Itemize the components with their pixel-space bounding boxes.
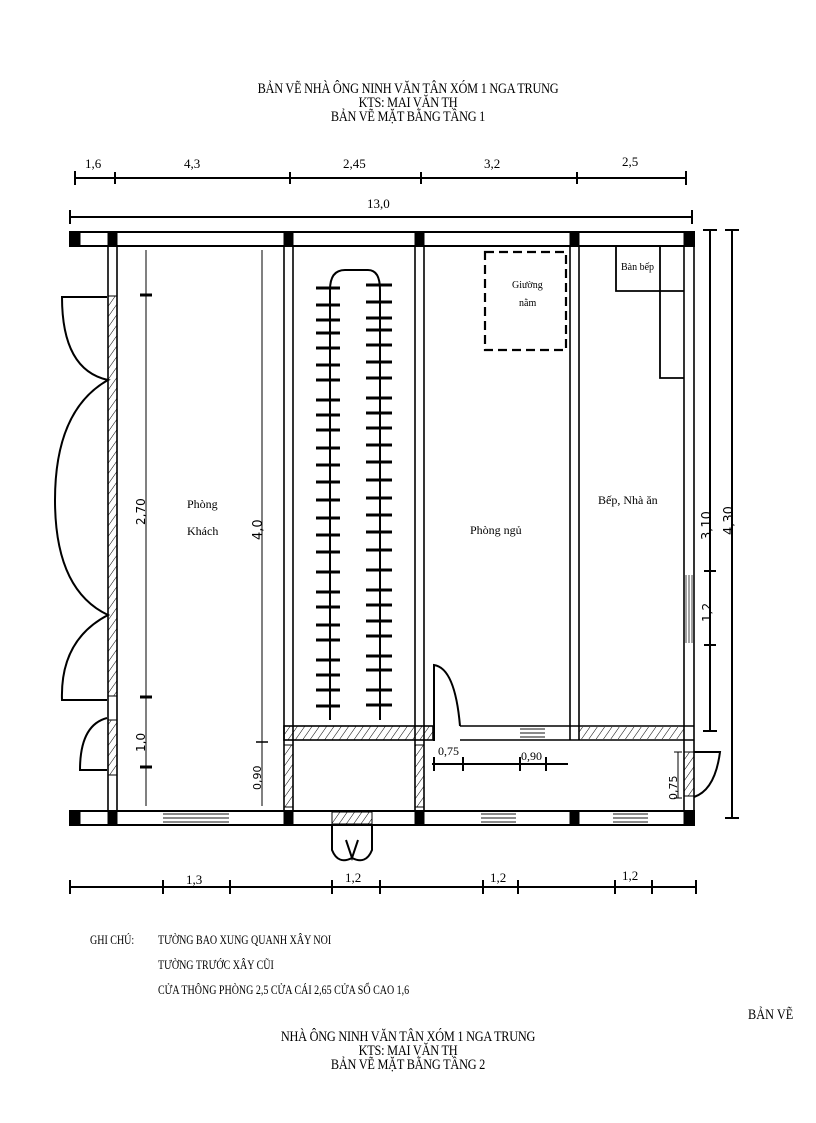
corridor-wall <box>283 725 694 741</box>
kitchen-counter <box>615 246 684 379</box>
bottom-wall <box>69 810 695 826</box>
dim-bottom-4: 1,2 <box>622 868 638 883</box>
bed-label-1: Giường <box>512 280 543 291</box>
note-item: TƯỜNG TRƯỚC XÂY CŨI <box>158 958 274 972</box>
bedroom-door-icon <box>433 663 461 741</box>
right-wall-window <box>685 575 693 643</box>
bed-label-2: nằm <box>519 298 536 309</box>
left-wall-hatch <box>107 295 118 697</box>
bed-outline <box>483 250 568 352</box>
title-architect: KTS: MAI VĂN TH <box>358 1043 458 1059</box>
drawing-title-floor-2: NHÀ ÔNG NINH VĂN TÂN XÓM 1 NGA TRUNG KTS… <box>73 1029 742 1073</box>
dim-corridor-door: 0,75 <box>438 744 459 758</box>
title-architect: KTS: MAI VĂN TH <box>358 95 458 111</box>
room-kitchen: Bếp, Nhà ăn <box>598 493 658 507</box>
notes-label: GHI CHÚ: <box>90 933 135 947</box>
top-wall <box>69 231 695 247</box>
left-wall-hatch-lower <box>107 719 118 776</box>
bottom-dimension-chain <box>69 880 697 894</box>
dim-living-lower: 0,90 <box>251 766 264 791</box>
side-door-dimension <box>674 751 682 799</box>
bottom-window-living <box>163 813 229 823</box>
dim-left-lower: 1,0 <box>134 733 148 752</box>
corridor-post-left <box>283 744 294 808</box>
title-house-name: BẢN VẼ NHÀ ÔNG NINH VĂN TÂN XÓM 1 NGA TR… <box>257 81 559 97</box>
title-house-name: NHÀ ÔNG NINH VĂN TÂN XÓM 1 NGA TRUNG <box>280 1029 536 1045</box>
dim-bottom-3: 1,2 <box>490 870 506 885</box>
title-plan-name: BẢN VẼ MẶT BẰNG TẦNG 1 <box>330 109 486 125</box>
bottom-double-door-icon <box>331 826 373 862</box>
room-living-1: Phòng <box>187 497 218 511</box>
dim-left-upper: 2,70 <box>134 498 148 525</box>
dim-total-width: 13,0 <box>367 196 390 211</box>
dim-living-height: 4,0 <box>251 519 266 540</box>
right-dimensions <box>703 229 739 819</box>
dim-corridor-window: 0,90 <box>521 749 542 763</box>
title-plan-name: BẢN VẼ MẶT BẰNG TẦNG 2 <box>330 1057 486 1073</box>
top-dimension-chain <box>74 171 687 185</box>
room-bedroom: Phòng ngủ <box>470 523 522 537</box>
dim-top-3: 2,45 <box>343 156 366 171</box>
room-living-2: Khách <box>187 524 218 538</box>
dim-top-4: 3,2 <box>484 156 500 171</box>
dim-top-5: 2,5 <box>622 154 638 169</box>
dim-top-1: 1,6 <box>85 156 102 171</box>
corridor-post-right <box>414 744 425 808</box>
drawing-title-floor-1: BẢN VẼ NHÀ ÔNG NINH VĂN TÂN XÓM 1 NGA TR… <box>73 81 742 125</box>
side-label: BẢN VẼ <box>748 1007 794 1023</box>
dim-top-2: 4,3 <box>184 156 200 171</box>
bottom-window-kitchen <box>613 813 648 823</box>
bottom-door-hatch <box>331 811 373 825</box>
living-dimensions <box>140 250 268 806</box>
dim-side-door: 0,75 <box>667 776 680 801</box>
side-door-icon <box>693 751 722 798</box>
dim-right-inner: 3,10 <box>700 511 715 540</box>
front-small-door-icon <box>78 717 108 771</box>
total-width-dimension <box>69 210 693 224</box>
corridor-dimensions <box>432 757 568 771</box>
counter-label: Bàn bếp <box>621 262 654 273</box>
front-folding-door-icon <box>53 296 111 701</box>
note-item: TƯỜNG BAO XUNG QUANH XÂY NOI <box>158 933 332 947</box>
side-door-hatch <box>683 751 695 797</box>
staircase <box>316 269 392 720</box>
notes-block: GHI CHÚ: TƯỜNG BAO XUNG QUANH XÂY NOI TƯỜ… <box>90 928 409 1003</box>
bottom-window-bedroom <box>481 813 516 823</box>
dim-bottom-1: 1,3 <box>186 872 202 887</box>
dim-right-window: 1,2 <box>700 603 714 622</box>
dim-bottom-2: 1,2 <box>345 870 361 885</box>
note-item: CỬA THÔNG PHÒNG 2,5 CỬA CÁI 2,65 CỬA SỔ … <box>158 983 410 997</box>
dim-right-total: 4,30 <box>722 506 737 535</box>
